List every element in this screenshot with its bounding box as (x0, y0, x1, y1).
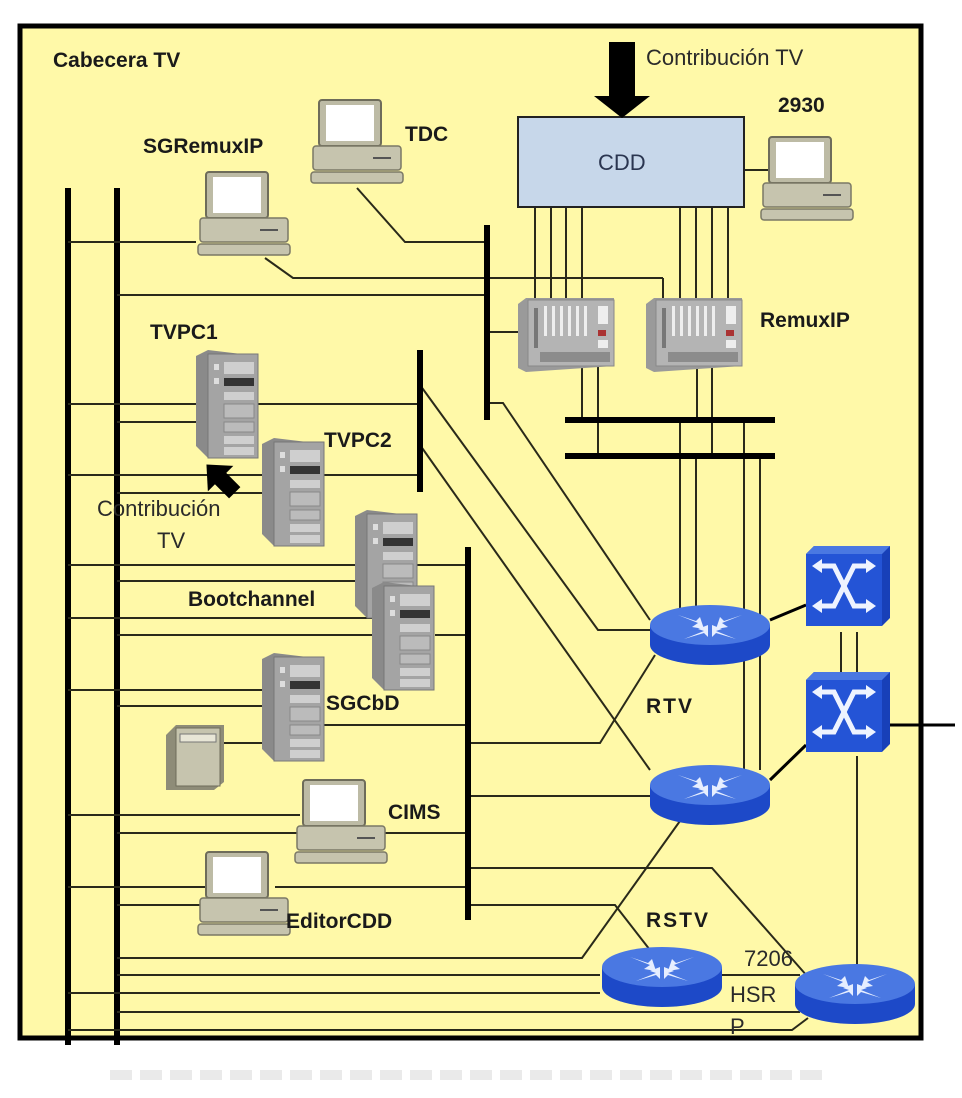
label-2930: 2930 (778, 94, 825, 117)
router-icon-rstv[interactable] (602, 947, 722, 1007)
tvpc2-label: TVPC2 (324, 429, 392, 452)
rtv-label: RTV (646, 695, 694, 718)
faded-caption-remnant (110, 1070, 830, 1080)
tdc-label: TDC (405, 123, 449, 146)
diagram-title: Cabecera TV (53, 49, 181, 72)
contribution-tv-left-label-1: Contribución (97, 496, 221, 521)
tower-server-icon-bootchannel-2[interactable] (371, 581, 435, 691)
router-icon-rtv-1[interactable] (650, 605, 770, 665)
rstv-label: RSTV (646, 909, 711, 932)
cdd-box[interactable] (517, 116, 745, 208)
arrow-icon (594, 42, 650, 118)
router-icon-rtv-2[interactable] (650, 765, 770, 825)
tower-server-icon-tvpc2[interactable] (261, 437, 325, 547)
atm-switch-icon-2[interactable] (806, 672, 890, 752)
router-icon-7206[interactable] (795, 964, 915, 1024)
remux-chassis-icon-2[interactable] (645, 297, 743, 373)
backbone-buses (65, 188, 120, 1045)
contribution-tv-left-label-2: TV (157, 528, 186, 553)
tvpc1-label: TVPC1 (150, 321, 218, 344)
editorcdd-label: EditorCDD (286, 910, 393, 933)
hsrp-label-line-3: P (730, 1014, 745, 1039)
cdd-label: CDD (598, 150, 646, 175)
connection-lines (68, 169, 858, 1031)
remux-chassis-icon-1[interactable] (517, 297, 615, 373)
atm-switch-icon-1[interactable] (806, 546, 890, 626)
segment-buses (417, 225, 775, 920)
storage-box-icon[interactable] (166, 725, 224, 790)
sgremuxip-label: SGRemuxIP (143, 135, 264, 158)
bootchannel-label: Bootchannel (188, 588, 316, 611)
tower-server-icon-sgcbd[interactable] (261, 652, 325, 762)
hsrp-label-line-2: HSR (730, 982, 777, 1007)
hsrp-label-line-1: 7206 (744, 946, 793, 971)
cims-label: CIMS (388, 801, 441, 824)
contribution-tv-top-label: Contribución TV (646, 45, 804, 70)
remuxip-label: RemuxIP (760, 309, 850, 332)
tower-server-icon-tvpc1[interactable] (195, 349, 259, 459)
switch-links (768, 603, 955, 782)
sgcbd-label: SGCbD (326, 692, 400, 715)
arrow-icon (206, 464, 241, 499)
